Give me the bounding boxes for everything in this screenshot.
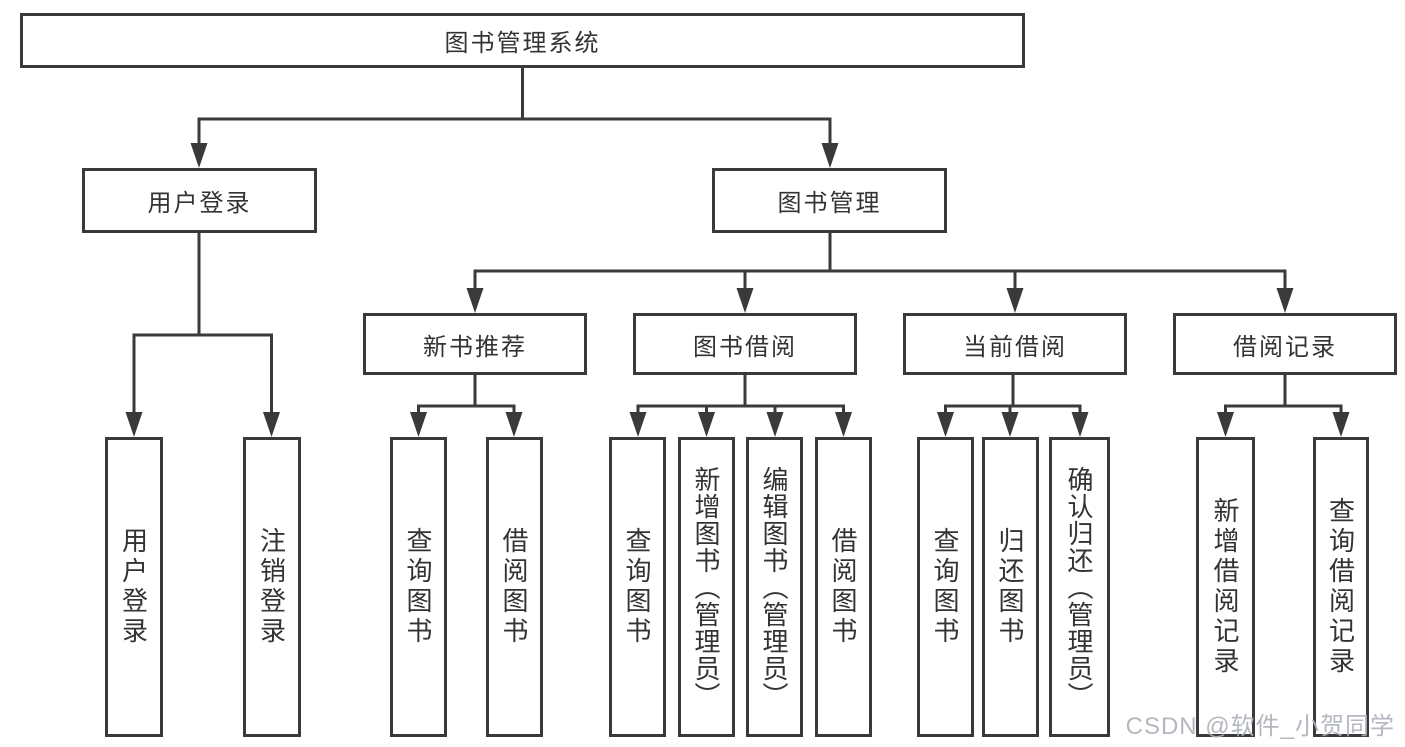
- node-current-borrow-label: 当前借阅: [963, 333, 1067, 361]
- leaf-query-book-1: 查询图书: [390, 437, 447, 737]
- node-borrow-record-label: 借阅记录: [1233, 333, 1337, 361]
- node-book-management: 图书管理: [712, 168, 947, 233]
- leaf-confirm-return-admin: 确认归还（管理员）: [1049, 437, 1110, 737]
- node-borrow-record: 借阅记录: [1173, 313, 1397, 375]
- arrowheads: [125, 143, 1350, 437]
- leaf-return-book-label: 归还图书: [995, 527, 1025, 647]
- node-current-borrow: 当前借阅: [903, 313, 1127, 375]
- node-root: 图书管理系统: [20, 13, 1025, 68]
- node-user-login-label: 用户登录: [147, 190, 252, 217]
- node-book-management-label: 图书管理: [777, 190, 882, 217]
- leaf-confirm-return-admin-label: 确认归还（管理员）: [1064, 465, 1094, 709]
- node-root-label: 图书管理系统: [444, 30, 601, 57]
- leaf-user-login-label: 用户登录: [118, 527, 149, 647]
- leaf-add-book-admin: 新增图书（管理员）: [678, 437, 735, 737]
- leaf-borrow-book-1: 借阅图书: [486, 437, 543, 737]
- leaf-query-book-3: 查询图书: [917, 437, 974, 737]
- leaf-borrow-book-2: 借阅图书: [815, 437, 872, 737]
- leaf-logout-label: 注销登录: [256, 527, 287, 647]
- leaf-user-login: 用户登录: [105, 437, 163, 737]
- leaf-borrow-book-2-label: 借阅图书: [828, 527, 858, 647]
- node-new-book-recommend-label: 新书推荐: [423, 333, 527, 361]
- leaf-query-book-2-label: 查询图书: [622, 527, 652, 647]
- leaf-query-book-3-label: 查询图书: [930, 527, 960, 647]
- node-book-borrow-label: 图书借阅: [693, 333, 797, 361]
- leaf-edit-book-admin-label: 编辑图书（管理员）: [759, 465, 789, 709]
- leaf-query-book-1-label: 查询图书: [403, 527, 433, 647]
- leaf-borrow-book-1-label: 借阅图书: [499, 527, 529, 647]
- leaf-edit-book-admin: 编辑图书（管理员）: [746, 437, 803, 737]
- leaf-return-book: 归还图书: [982, 437, 1039, 737]
- leaf-logout: 注销登录: [243, 437, 301, 737]
- node-user-login: 用户登录: [82, 168, 317, 233]
- leaf-add-borrow-record: 新增借阅记录: [1196, 437, 1255, 737]
- leaf-add-book-admin-label: 新增图书（管理员）: [691, 465, 721, 709]
- node-book-borrow: 图书借阅: [633, 313, 857, 375]
- leaf-query-book-2: 查询图书: [609, 437, 666, 737]
- leaf-query-borrow-record-label: 查询借阅记录: [1325, 497, 1356, 677]
- csdn-watermark: CSDN @软件_小贺同学: [1125, 713, 1395, 740]
- leaf-add-borrow-record-label: 新增借阅记录: [1210, 497, 1240, 677]
- node-new-book-recommend: 新书推荐: [363, 313, 587, 375]
- leaf-query-borrow-record: 查询借阅记录: [1313, 437, 1369, 737]
